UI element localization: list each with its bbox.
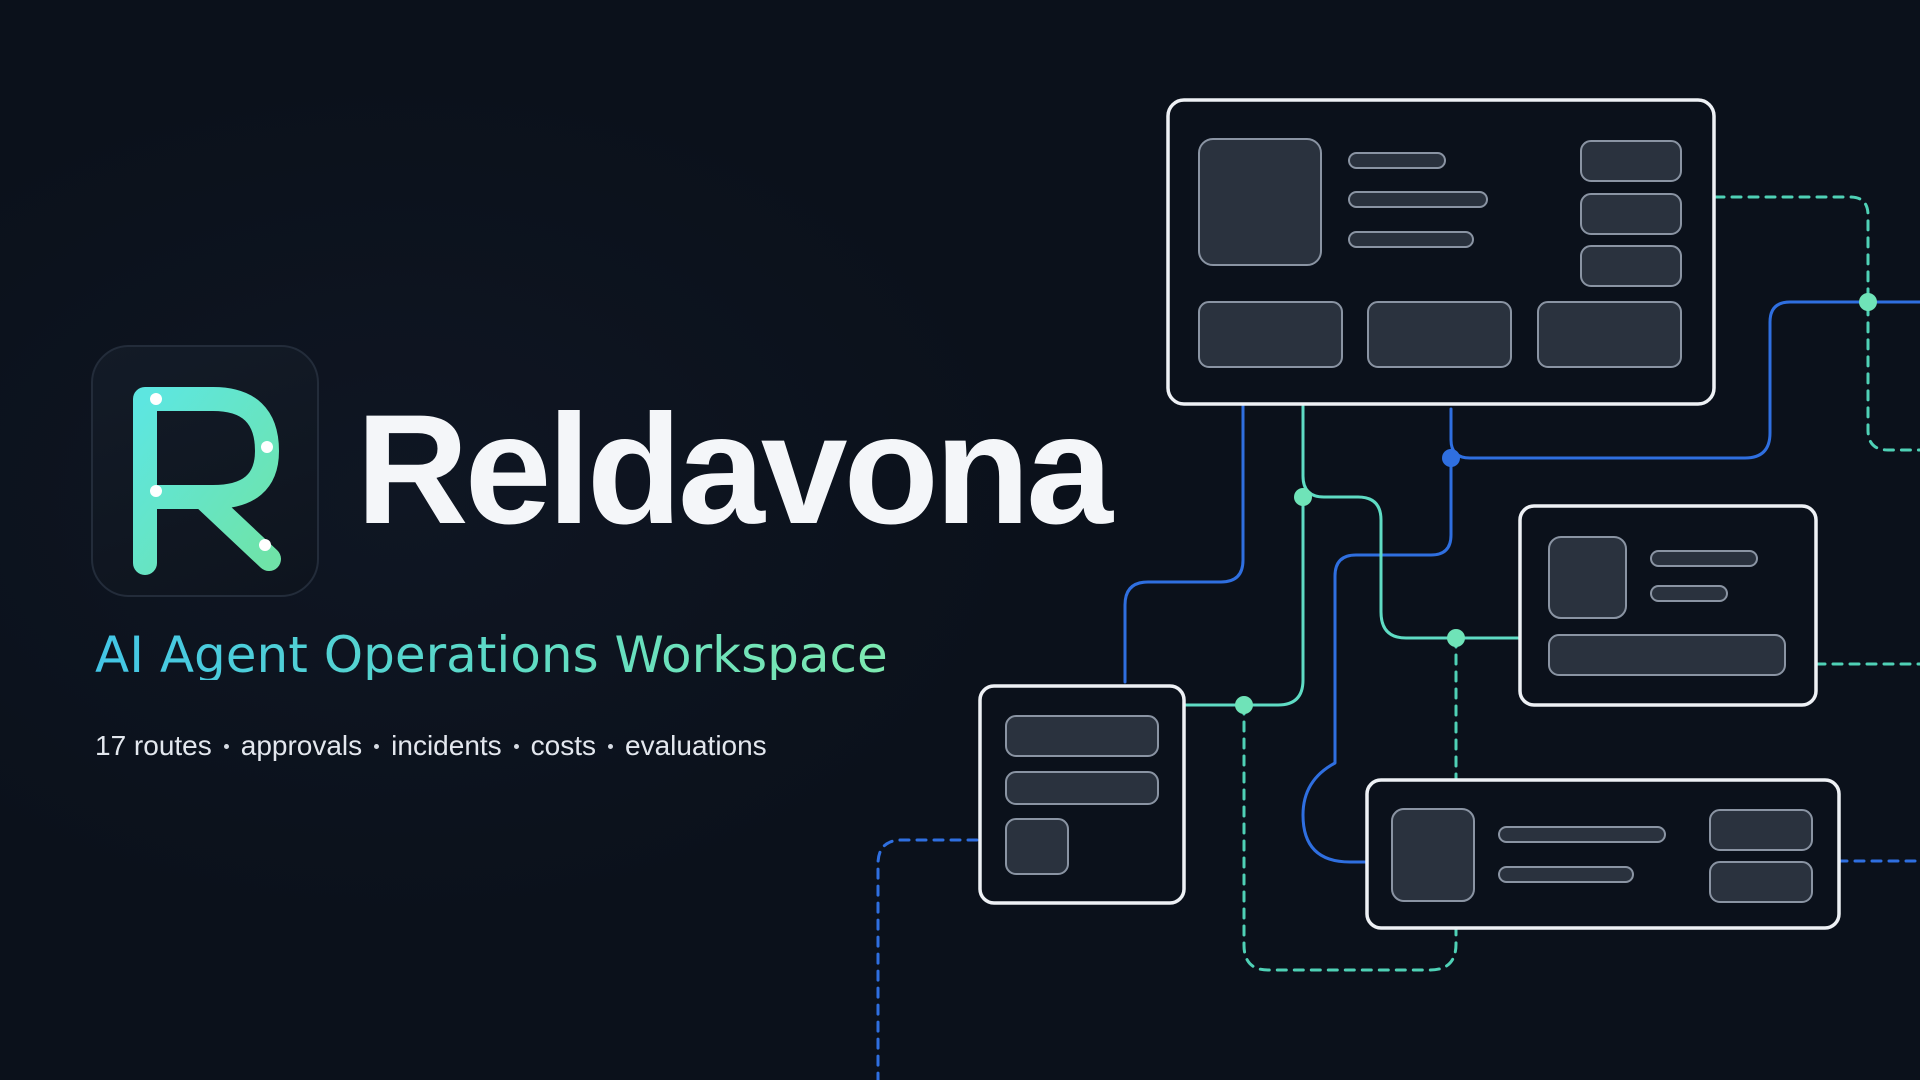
app-logo <box>91 345 319 597</box>
connector-blue <box>1123 404 1245 684</box>
workflow-card-small <box>978 684 1186 905</box>
brand-name: Reldavona <box>356 383 1113 557</box>
feature-separator <box>212 743 241 749</box>
feature-separator <box>596 743 625 749</box>
connector-blue <box>1301 456 1453 864</box>
workflow-card-medium <box>1518 504 1818 707</box>
feature-item: evaluations <box>625 730 767 761</box>
connector-dashed-teal <box>1713 195 1920 452</box>
feature-item: incidents <box>391 730 502 761</box>
connector-teal <box>1183 495 1305 707</box>
feature-item: costs <box>530 730 597 761</box>
junction-dot <box>1442 449 1460 467</box>
brand-tagline: AI Agent Operations Workspace <box>95 626 888 684</box>
feature-item: 17 routes <box>95 730 212 761</box>
workflow-card-large <box>1166 98 1716 406</box>
feature-separator <box>502 743 531 749</box>
junction-dot <box>1859 293 1877 311</box>
workflow-card-wide <box>1365 778 1841 930</box>
feature-separator <box>362 743 391 749</box>
letter-r-circuit-icon <box>133 387 281 575</box>
feature-list: 17 routes approvals incidents costs eval… <box>95 730 767 762</box>
junction-dot <box>1294 488 1312 506</box>
feature-item: approvals <box>240 730 363 761</box>
junction-dot <box>1235 696 1253 714</box>
junction-dot <box>1447 629 1465 647</box>
connector-dashed-teal <box>1242 703 1458 972</box>
connector-dashed-blue <box>876 838 979 1080</box>
junction-dots <box>1235 293 1877 714</box>
